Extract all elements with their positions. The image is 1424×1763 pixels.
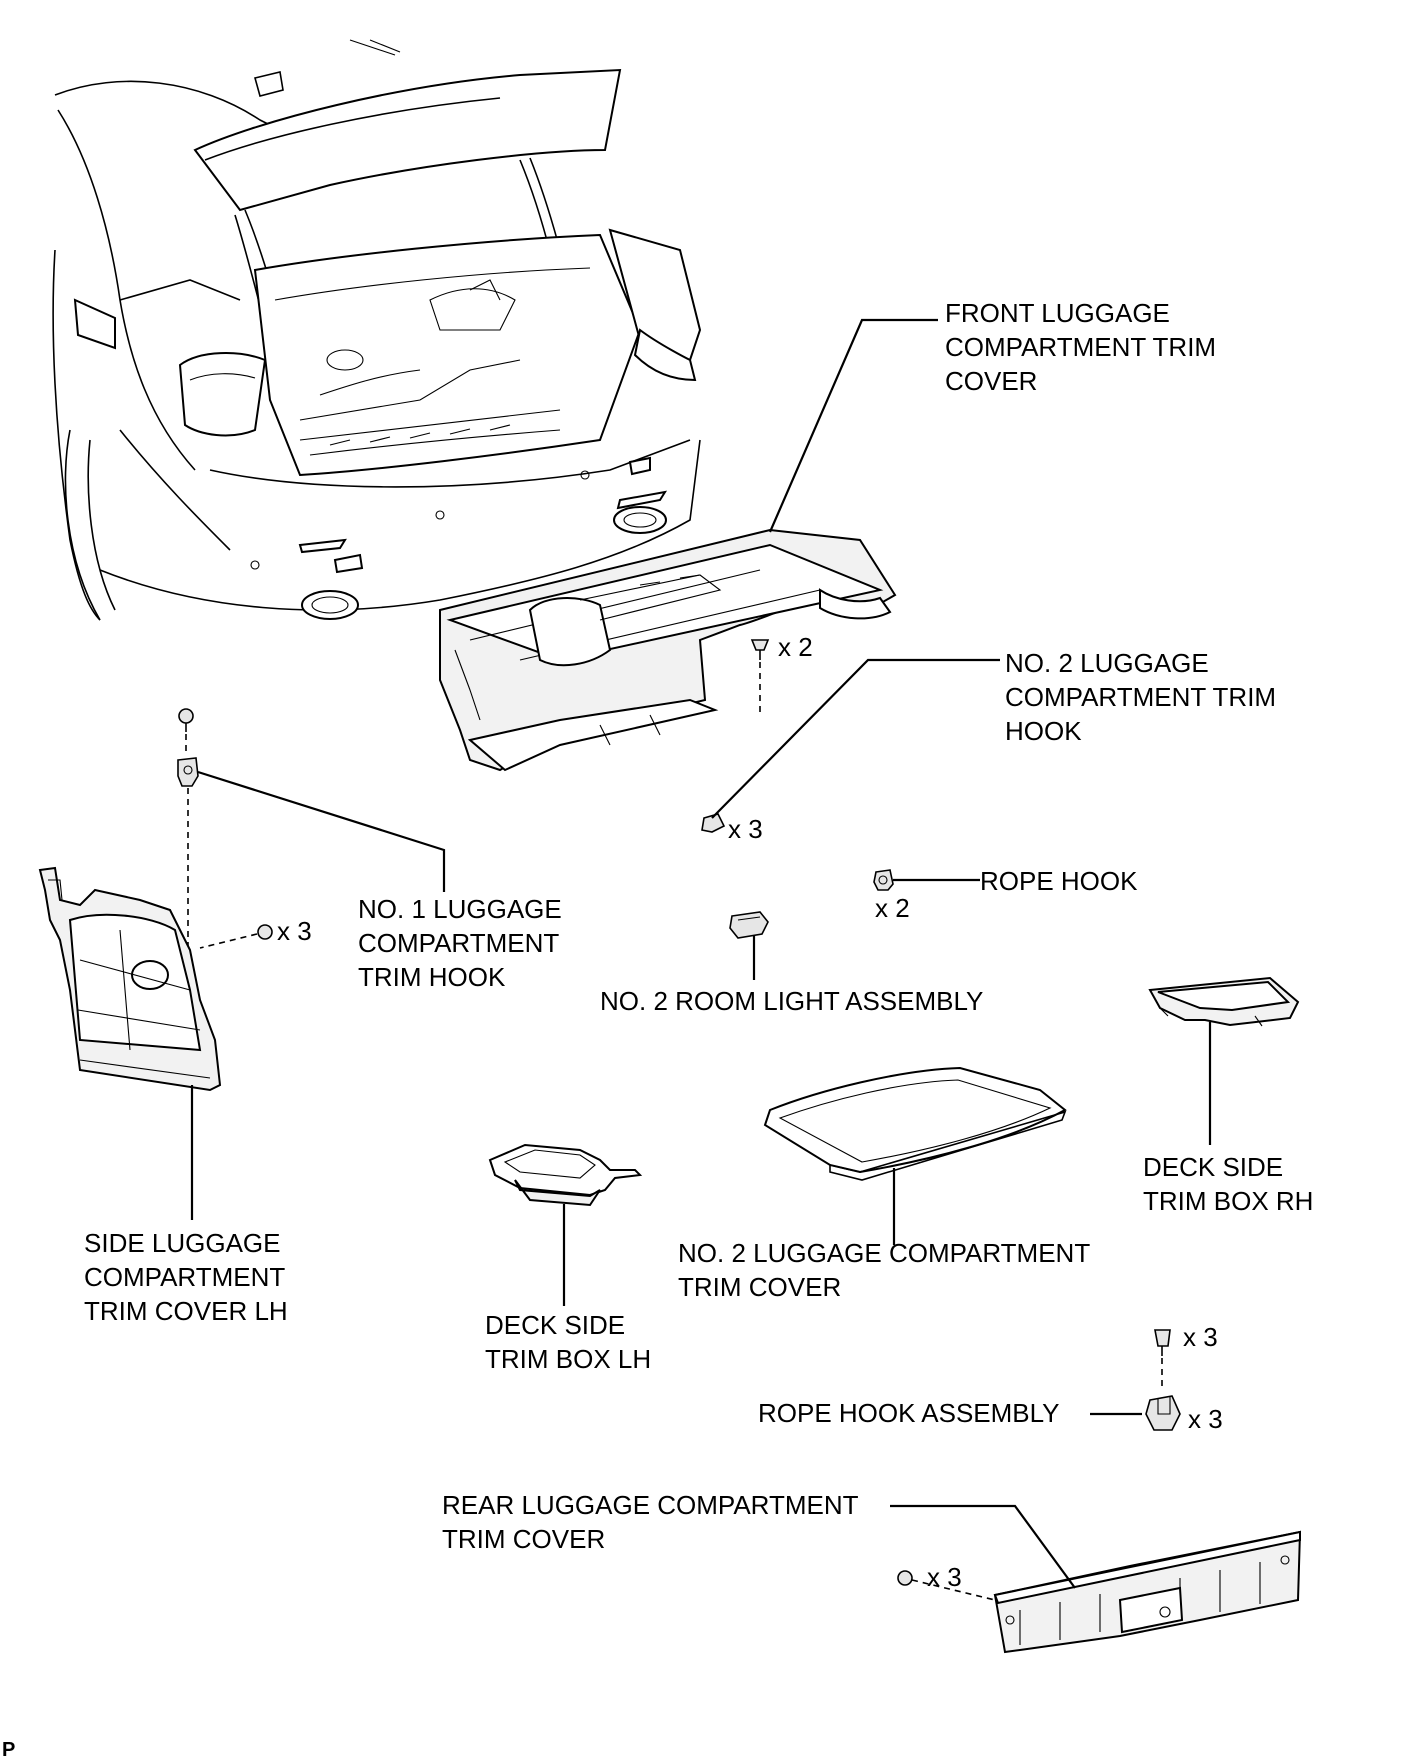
- no2-trim-cover-mat-part: [763, 1066, 1067, 1181]
- rope-hook-assembly-label: ROPE HOOK ASSEMBLY: [758, 1398, 1060, 1428]
- rear-trim-cover-leader: [890, 1504, 1076, 1589]
- svg-text:COMPARTMENT: COMPARTMENT: [84, 1262, 285, 1292]
- side-cover-clip-qty: x 3: [277, 916, 312, 946]
- deck-side-trim-box-lh-part: [488, 1143, 643, 1207]
- rear-trim-cover-label: REAR LUGGAGE COMPARTMENT TRIM COVER: [442, 1490, 859, 1554]
- svg-text:TRIM COVER LH: TRIM COVER LH: [84, 1296, 288, 1326]
- vehicle-rear-drawing: [52, 39, 702, 621]
- front-cover-clip-qty: x 2: [778, 632, 813, 662]
- rope-hook-assembly-bolt-icon: [1154, 1329, 1171, 1390]
- side-trim-cover-lh-label: SIDE LUGGAGE COMPARTMENT TRIM COVER LH: [84, 1228, 288, 1326]
- no1-trim-hook-icon: [177, 757, 199, 960]
- rope-hook-label: ROPE HOOK: [980, 866, 1138, 896]
- svg-text:SIDE LUGGAGE: SIDE LUGGAGE: [84, 1228, 281, 1258]
- side-cover-clip-icon: [199, 924, 273, 949]
- svg-text:HOOK: HOOK: [1005, 716, 1082, 746]
- front-cover-leader: [768, 318, 938, 533]
- svg-text:TRIM BOX LH: TRIM BOX LH: [485, 1344, 651, 1374]
- svg-text:COVER: COVER: [945, 366, 1037, 396]
- side-trim-cover-lh-part: [38, 866, 222, 1092]
- rear-trim-cover-part: [993, 1530, 1302, 1654]
- no1-trim-hook-label: NO. 1 LUGGAGE COMPARTMENT TRIM HOOK: [358, 894, 562, 992]
- svg-text:FRONT LUGGAGE: FRONT LUGGAGE: [945, 298, 1170, 328]
- svg-text:NO. 2 LUGGAGE COMPARTMENT: NO. 2 LUGGAGE COMPARTMENT: [678, 1238, 1090, 1268]
- svg-text:DECK SIDE: DECK SIDE: [1143, 1152, 1283, 1182]
- svg-text:DECK SIDE: DECK SIDE: [485, 1310, 625, 1340]
- room-light-label: NO. 2 ROOM LIGHT ASSEMBLY: [600, 986, 983, 1016]
- svg-text:NO. 1 LUGGAGE: NO. 1 LUGGAGE: [358, 894, 562, 924]
- front-cover-clip-icon: [750, 639, 770, 712]
- front-luggage-compartment-trim-cover-part: [439, 528, 897, 772]
- rear-cover-clip-qty: x 3: [927, 1562, 962, 1592]
- rear-cover-clip-icon: [897, 1570, 996, 1601]
- svg-text:COMPARTMENT TRIM: COMPARTMENT TRIM: [1005, 682, 1276, 712]
- svg-text:COMPARTMENT TRIM: COMPARTMENT TRIM: [945, 332, 1216, 362]
- svg-text:TRIM HOOK: TRIM HOOK: [358, 962, 506, 992]
- svg-text:TRIM COVER: TRIM COVER: [442, 1524, 605, 1554]
- no2-trim-cover-label: NO. 2 LUGGAGE COMPARTMENT TRIM COVER: [678, 1238, 1090, 1302]
- deck-side-trim-box-rh-part: [1148, 976, 1300, 1027]
- no2-trim-hook-qty: x 3: [728, 814, 763, 844]
- svg-text:TRIM COVER: TRIM COVER: [678, 1272, 841, 1302]
- rope-hook-qty: x 2: [875, 893, 910, 923]
- no2-trim-hook-leader: [711, 658, 1000, 819]
- deck-side-lh-label: DECK SIDE TRIM BOX LH: [485, 1310, 651, 1374]
- no1-trim-hook-leader: [197, 770, 446, 892]
- front-trim-cover-label: FRONT LUGGAGE COMPARTMENT TRIM COVER: [945, 298, 1216, 396]
- svg-text:COMPARTMENT: COMPARTMENT: [358, 928, 559, 958]
- no1-trim-hook-bolt-icon: [178, 708, 194, 756]
- svg-text:REAR LUGGAGE COMPARTMENT: REAR LUGGAGE COMPARTMENT: [442, 1490, 859, 1520]
- svg-text:NO. 2 LUGGAGE: NO. 2 LUGGAGE: [1005, 648, 1209, 678]
- room-light-icon: [729, 911, 769, 939]
- rope-hook-icon: [873, 869, 894, 891]
- rope-hook-assembly-icon: [1145, 1395, 1181, 1431]
- rope-hook-assy-bolt-qty: x 3: [1183, 1322, 1218, 1352]
- no2-trim-hook-label: NO. 2 LUGGAGE COMPARTMENT TRIM HOOK: [1005, 648, 1276, 746]
- corner-mark: P: [2, 1739, 15, 1761]
- svg-text:TRIM BOX RH: TRIM BOX RH: [1143, 1186, 1313, 1216]
- rope-hook-assy-qty: x 3: [1188, 1404, 1223, 1434]
- deck-side-rh-label: DECK SIDE TRIM BOX RH: [1143, 1152, 1313, 1216]
